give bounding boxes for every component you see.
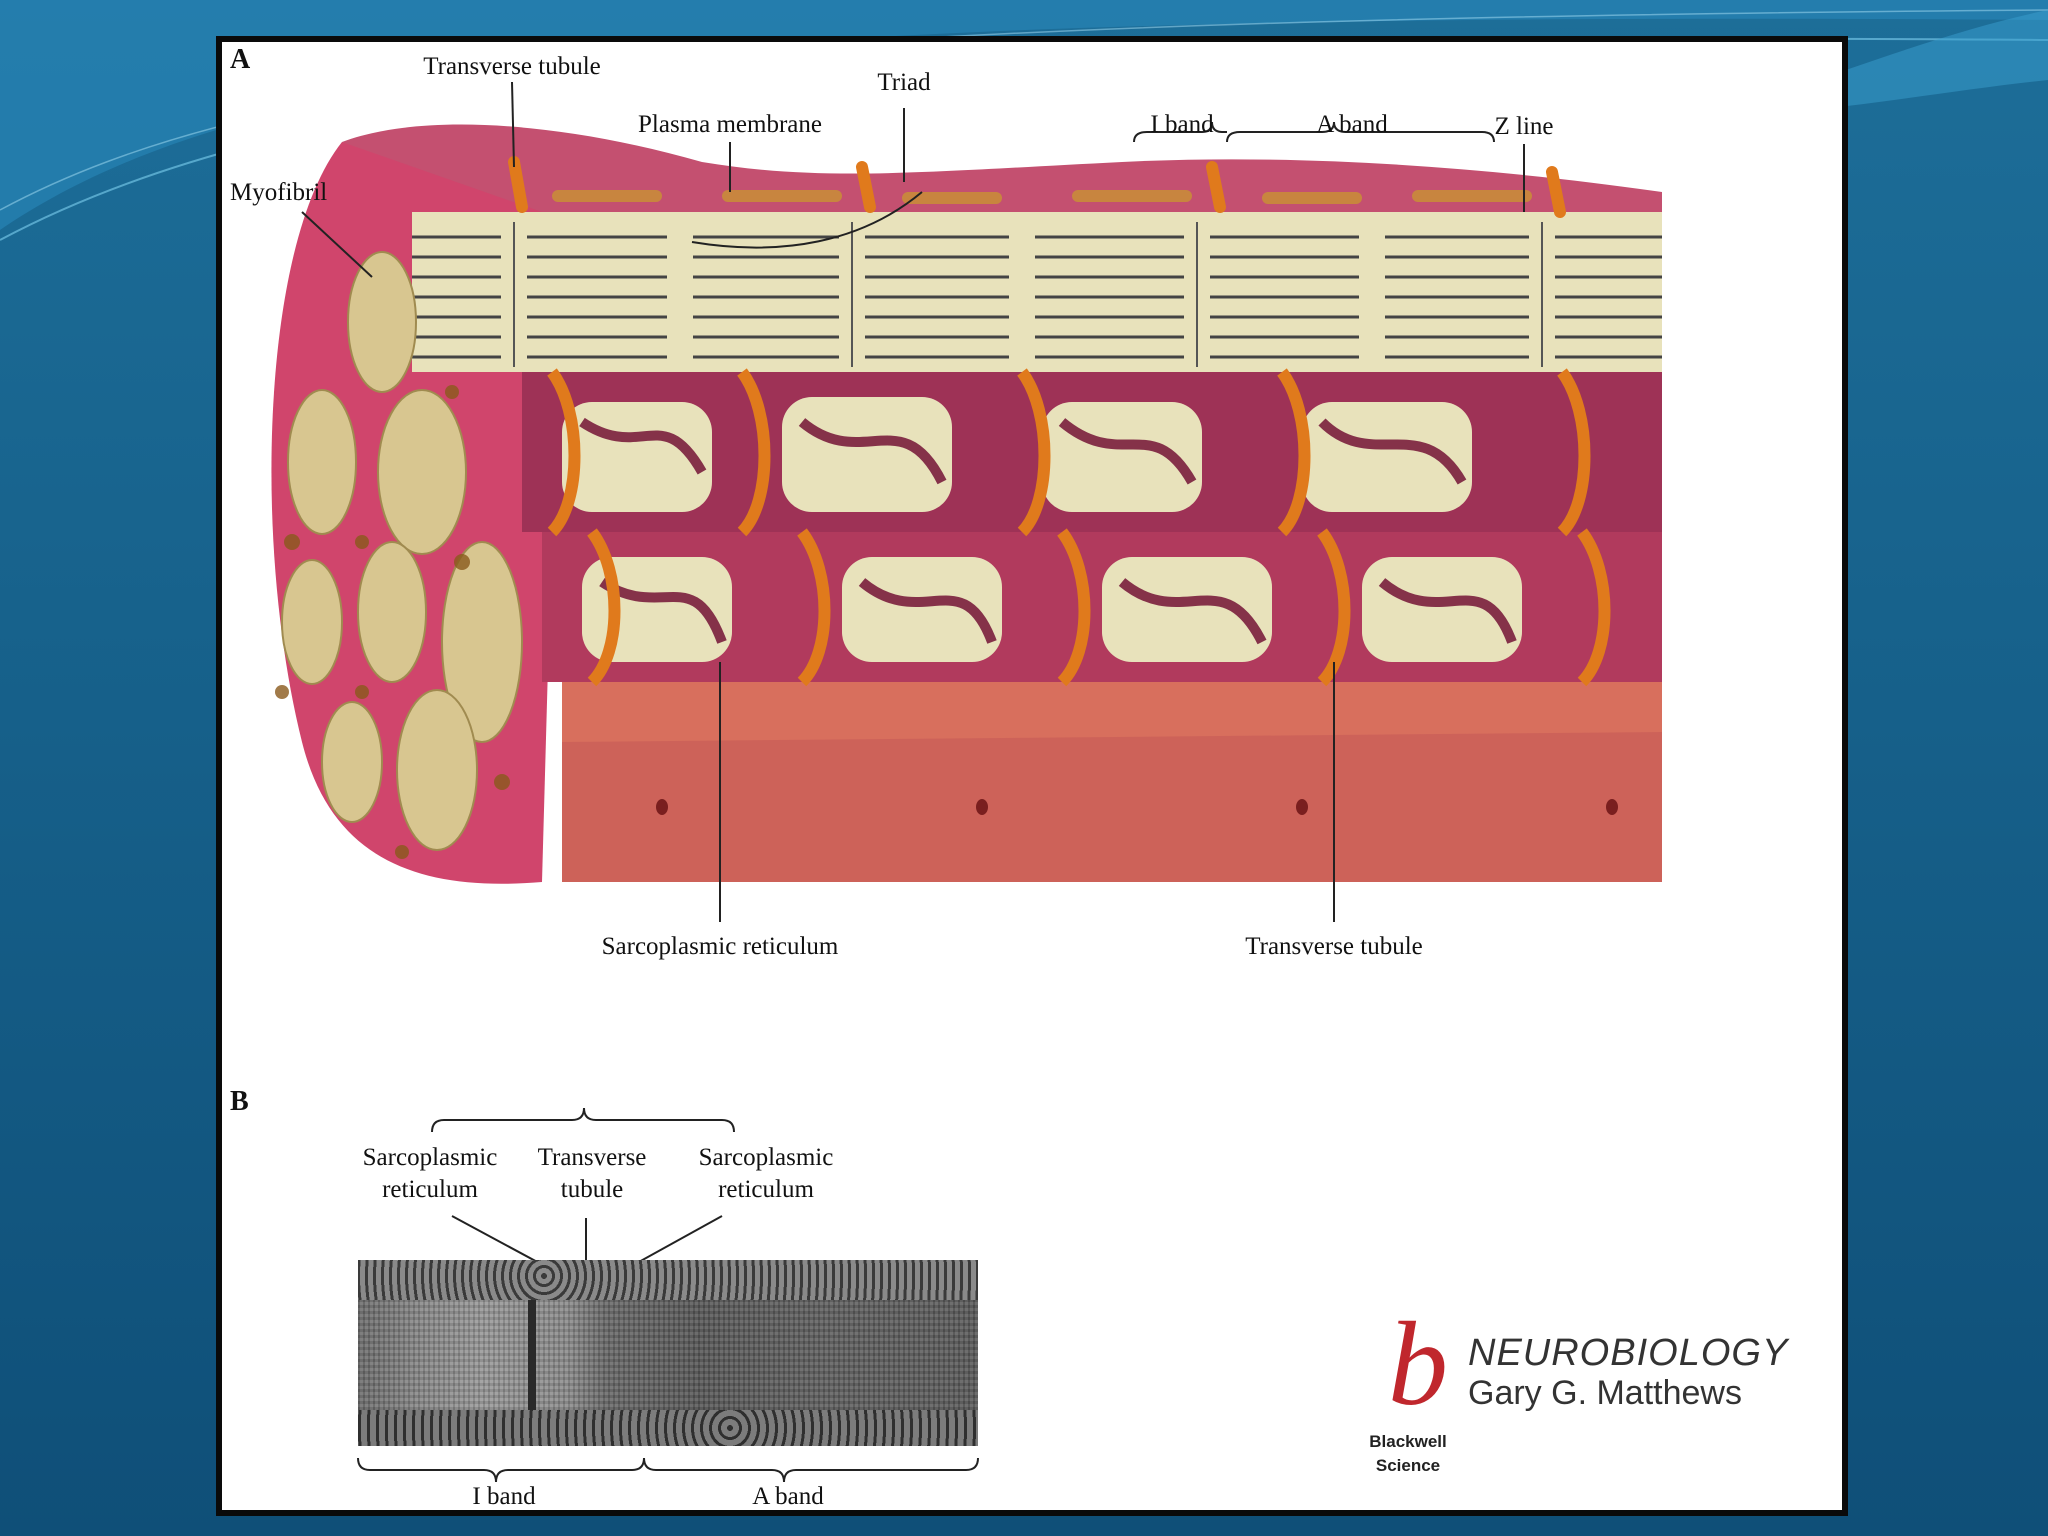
label-z-line: Z line — [1494, 112, 1553, 142]
label-sarcoplasmic-reticulum: Sarcoplasmic reticulum — [602, 932, 839, 962]
panel-a-letter: A — [230, 44, 250, 76]
label-myofibril: Myofibril — [230, 178, 327, 208]
label-transverse-tubule-bottom: Transverse tubule — [1245, 932, 1423, 962]
label-i-band: I band — [1150, 110, 1213, 140]
book-credit: NEUROBIOLOGY Gary G. Matthews — [1468, 1332, 1788, 1412]
book-author: Gary G. Matthews — [1468, 1374, 1788, 1412]
label-triad: Triad — [877, 68, 930, 98]
figure-slide: A Transverse tubule Triad Plasma membran… — [216, 36, 1848, 1516]
publisher-logo: b — [1388, 1304, 1448, 1424]
book-title: NEUROBIOLOGY — [1468, 1332, 1788, 1374]
label-b-a-band: A band — [752, 1482, 824, 1512]
electron-micrograph — [358, 1260, 978, 1446]
label-plasma-membrane: Plasma membrane — [638, 110, 822, 140]
label-b-i-band: I band — [472, 1482, 535, 1512]
label-transverse-tubule-top: Transverse tubule — [423, 52, 601, 82]
panel-b-letter: B — [230, 1086, 249, 1118]
label-a-band: A band — [1316, 110, 1388, 140]
